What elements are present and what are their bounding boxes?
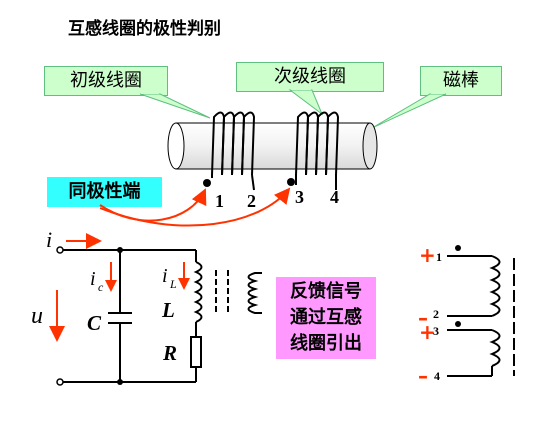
arrow-to-secondary-dot	[99, 187, 291, 227]
label-u: u	[31, 303, 43, 329]
plus-3: +	[419, 320, 436, 344]
right-label-3: 3	[433, 324, 439, 338]
feedback-line-2: 通过互感	[290, 307, 362, 328]
feedback-line-1: 反馈信号	[290, 281, 362, 302]
primary-polarity-dot	[203, 179, 211, 187]
right-label-2: 2	[433, 307, 439, 321]
primary-coil	[211, 111, 256, 191]
terminal-2: 2	[247, 191, 256, 211]
label-R: R	[162, 341, 177, 365]
rod-callout-pointer	[371, 93, 447, 129]
label-il: i	[162, 265, 168, 287]
secondary-polarity-dot	[287, 178, 295, 186]
feedback-line-3: 线圈引出	[290, 333, 362, 354]
secondary-coil-callout: 次级线圈	[236, 62, 384, 92]
label-il-sub: L	[169, 277, 177, 291]
feedback-note: 反馈信号 通过互感 线圈引出	[276, 277, 376, 359]
primary-callout-pointer	[139, 93, 211, 119]
minus-4: –	[418, 364, 428, 388]
input-terminal-top	[56, 246, 64, 254]
plus-1: +	[419, 243, 436, 267]
secondary-coil	[295, 111, 340, 190]
label-L: L	[161, 298, 175, 322]
right-label-4: 4	[434, 369, 440, 383]
right-label-1: 1	[436, 250, 442, 264]
input-terminal-bottom	[56, 378, 64, 386]
right-dot-1	[455, 245, 461, 251]
secondary-callout-pointer	[288, 89, 324, 116]
label-i: i	[46, 227, 52, 252]
feedback-coil	[247, 272, 262, 314]
magnetic-rod	[167, 122, 378, 170]
arrow-to-primary-dot	[99, 188, 207, 222]
label-ic: i	[90, 268, 96, 290]
label-ic-sub: c	[98, 280, 104, 294]
lc-circuit	[60, 249, 203, 383]
minus-2: –	[418, 306, 428, 330]
terminal-1: 1	[215, 191, 224, 211]
terminal-3: 3	[295, 187, 304, 207]
diagram-title: 互感线圈的极性判别	[68, 19, 221, 39]
coupled-inductor-symbol	[447, 255, 515, 377]
right-dot-3	[455, 321, 461, 327]
label-C: C	[87, 311, 102, 335]
terminal-4: 4	[330, 187, 339, 207]
same-polarity-label: 同极性端	[47, 177, 162, 207]
